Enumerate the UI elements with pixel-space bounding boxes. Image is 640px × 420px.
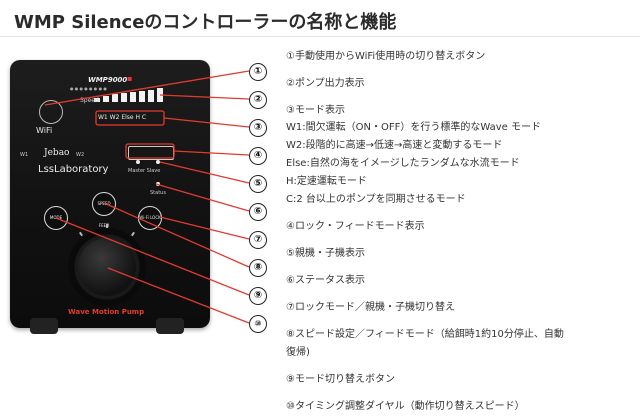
master-slave-label: Master Slave [128, 168, 161, 174]
callout-line-1 [44, 70, 250, 106]
desc-2: ②ポンプ出力表示 [286, 78, 365, 89]
desc-1: ①手動使用からWiFi使用時の切り替えボタン [286, 51, 486, 62]
page-title: WMP Silenceのコントローラーの名称と機能 [14, 12, 397, 33]
mode-labels: W1 W2 Else H C [98, 114, 147, 121]
callout-7: ⑦ [249, 231, 267, 249]
w1-label: W1 [20, 152, 29, 158]
callout-line-7 [159, 216, 250, 240]
desc-5: ⑤親機・子機表示 [286, 248, 365, 259]
desc-3-h: H:定速運転モード [286, 176, 367, 187]
wifi-lock-button[interactable]: Wi-Fi LOCK [138, 206, 162, 230]
callout-line-10 [107, 267, 250, 324]
pump-label: Wave Motion Pump [68, 308, 145, 316]
dial-tick [106, 224, 108, 228]
desc-7: ⑦ロックモード／親機・子機切り替え [286, 302, 455, 313]
callout-box-4 [125, 143, 175, 159]
desc-6: ⑥ステータス表示 [286, 275, 365, 286]
device-foot-left [30, 318, 58, 334]
speed-bar [148, 90, 154, 102]
speed-label: Speed [80, 97, 99, 104]
speed-bar [103, 96, 109, 102]
desc-3-w1: W1:間欠運転（ON・OFF）を行う標準的なWave モード [286, 122, 541, 133]
desc-3: ③モード表示 [286, 105, 345, 116]
callout-10: ⑩ [249, 315, 267, 333]
model-label: WMP9000 [88, 76, 128, 84]
callout-line-2 [159, 94, 250, 100]
title-divider [0, 36, 640, 37]
speed-bar [112, 94, 118, 102]
desc-10: ⑩タイミング調整ダイヤル（動作切り替えスピード） [286, 401, 525, 412]
desc-3-else: Else:自然の海をイメージしたランダムな水流モード [286, 158, 520, 169]
callout-8: ⑧ [249, 259, 267, 277]
wifi-label: WiFi [36, 126, 53, 135]
callout-5: ⑤ [249, 175, 267, 193]
model-indicator: ▪ [127, 74, 133, 83]
callout-9: ⑨ [249, 287, 267, 305]
callout-6: ⑥ [249, 203, 267, 221]
callout-line-5 [159, 161, 250, 184]
w2-label: W2 [76, 152, 85, 158]
desc-3-c: C:2 台以上のポンプを同期させるモード [286, 194, 466, 205]
callout-1: ① [249, 63, 267, 81]
desc-8: ⑧スピード設定／フィードモード（給餌時1約10分停止、自動 [286, 329, 564, 340]
brand-lsslaboratory: LssLaboratory [38, 164, 109, 175]
callout-line-8 [103, 202, 250, 268]
controller-device: WMP9000 ▪ ● ● ● ● ● ● ● ● Speed WiFi W1 … [10, 60, 210, 328]
slave-led [156, 160, 160, 164]
callout-line-6 [155, 183, 250, 212]
brand-jebao: Jebao [44, 148, 70, 158]
desc-8-cont: 復帰) [286, 347, 310, 358]
callout-line-3 [163, 117, 250, 128]
master-led [136, 160, 140, 164]
speed-bar [130, 92, 136, 102]
callout-2: ② [249, 91, 267, 109]
callout-box-3 [95, 110, 165, 126]
device-foot-right [156, 318, 184, 334]
callout-line-9 [55, 217, 250, 296]
speed-bar [139, 91, 145, 102]
status-label: Status [150, 190, 166, 196]
wifi-icon [39, 100, 63, 124]
desc-3-w2: W2:段階的に高速→低速→高速と変動するモード [286, 140, 503, 151]
speed-bar [94, 98, 100, 102]
callout-line-4 [173, 150, 250, 156]
callout-3: ③ [249, 119, 267, 137]
timing-dial[interactable] [78, 238, 136, 296]
desc-4: ④ロック・フィードモード表示 [286, 221, 425, 232]
desc-9: ⑨モード切り替えボタン [286, 374, 395, 385]
speed-bar [121, 93, 127, 102]
led-dots: ● ● ● ● ● ● ● ● [70, 86, 107, 91]
callout-4: ④ [249, 147, 267, 165]
